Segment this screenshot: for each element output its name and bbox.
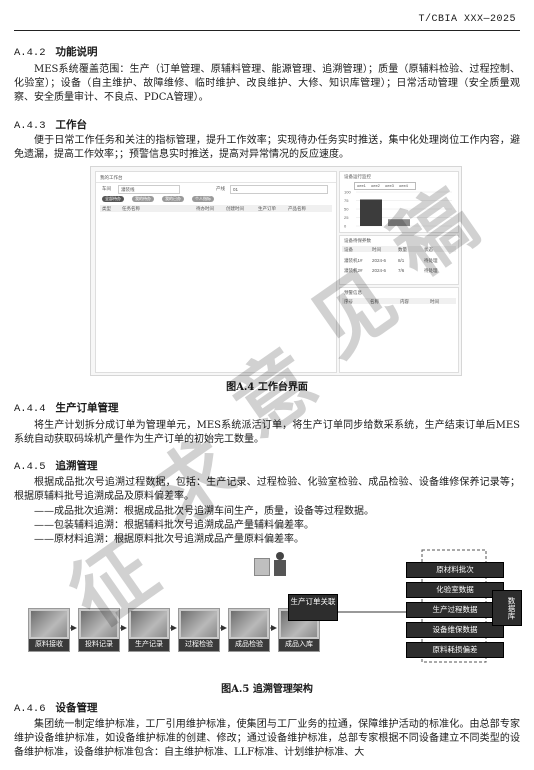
maintenance-panel: 设备待保养数 设备 时间 数量 状态 灌装机1# 2024-6 8/1 待处理 … — [339, 235, 459, 285]
row2-device: 灌装机2# — [344, 268, 363, 273]
stage-feeding-record: 投料记录 — [78, 608, 120, 652]
warn-col-index: 序号 — [344, 299, 353, 304]
y-tick-label: 0 — [344, 224, 347, 229]
section-title: 工作台 — [55, 119, 88, 131]
data-equipment-maintenance: 设备维保数据 — [406, 622, 504, 638]
section-heading-a44: A.4.4 生产订单管理 — [14, 400, 119, 415]
filter-line-select[interactable]: 01 — [230, 185, 328, 194]
database-block: 数据库 — [492, 590, 522, 626]
paragraph-a45: 根据成品批次号追溯过程数据，包括：生产记录、过程检验、化验室检验、成品检验、设备… — [14, 477, 520, 502]
col-status: 状态 — [424, 247, 433, 252]
header-rule — [14, 30, 520, 31]
list-item-product-trace: ——成品批次追溯：根据成品批次号追溯车间生产，质量，设备等过程数据。 — [34, 506, 374, 517]
table-header: 类型 任务名称 待办时间 创建时间 生产订单 产品名称 — [100, 205, 332, 212]
production-order-link: 生产订单关联 — [288, 594, 338, 621]
section-title: 功能说明 — [55, 46, 98, 58]
col-device: 设备 — [344, 247, 353, 252]
oee-chip-group[interactable]: oee1 oee2 oee3 oee4 — [354, 182, 416, 190]
monitor-panel: 设备运行监控 oee1 oee2 oee3 oee4 100 75 50 25 0 — [339, 171, 459, 233]
workbench-screenshot: 我的工作台 车间 灌装线 产线 01 全部待办 我的待办 我的已办 个人指标 类… — [90, 166, 462, 376]
workbench-title: 我的工作台 — [100, 175, 123, 180]
figure-a5-caption: 图A.5 追溯管理架构 — [221, 684, 313, 695]
section-number: A.4.6 — [14, 703, 46, 715]
worker-figure — [254, 552, 306, 578]
list-item-packaging-trace: ——包装辅料追溯：根据辅料批次号追溯成品产量辅料偏差率。 — [34, 520, 314, 531]
maintenance-title: 设备待保养数 — [344, 238, 371, 243]
filter-line-label: 产线 — [216, 186, 225, 191]
standard-number: T/CBIA XXX—2025 — [418, 14, 516, 25]
col-time: 时间 — [372, 247, 381, 252]
chart-bar — [360, 199, 382, 226]
section-heading-a43: A.4.3 工作台 — [14, 117, 87, 132]
section-heading-a46: A.4.6 设备管理 — [14, 700, 98, 715]
stage-process-inspection: 过程检验 — [178, 608, 220, 652]
paragraph-a43: 便于日常工作任务和关注的指标管理，提升工作效率；实现待办任务实时推送，集中化处理… — [14, 135, 520, 160]
filter-workshop-label: 车间 — [102, 186, 111, 191]
col-qty: 数量 — [398, 247, 407, 252]
row1-qty: 8/1 — [398, 258, 405, 263]
row1-device: 灌装机1# — [344, 258, 363, 263]
monitor-title: 设备运行监控 — [344, 174, 371, 179]
y-tick-label: 25 — [344, 215, 349, 220]
section-number: A.4.2 — [14, 47, 46, 59]
data-material-loss-deviation: 原料耗损偏差 — [406, 642, 504, 658]
section-number: A.4.3 — [14, 120, 46, 132]
row1-time: 2024-6 — [372, 258, 387, 263]
warning-panel: 预警信息 序号 名称 内容 时间 — [339, 287, 459, 373]
paragraph-a42: MES系统覆盖范围：生产（订单管理、原辅料管理、能源管理、追溯管理）；质量（原辅… — [14, 64, 520, 103]
tab-all-todo[interactable]: 全部待办 — [102, 196, 124, 202]
row1-status: 待处理 — [424, 258, 438, 263]
warn-col-content: 内容 — [400, 299, 409, 304]
oee-bar-chart: 100 75 50 25 0 — [344, 190, 452, 229]
section-title: 生产订单管理 — [55, 402, 119, 414]
data-raw-material-batch: 原材料批次 — [406, 562, 504, 578]
row2-time: 2024-6 — [372, 268, 387, 273]
filter-workshop-select[interactable]: 灌装线 — [118, 185, 180, 194]
paragraph-a46: 集团统一制定维护标准，工厂引用维护标准，使集团与工厂业务的拉通，保障维护活动的标… — [14, 719, 520, 758]
tab-my-done[interactable]: 我的已办 — [162, 196, 184, 202]
row2-status: 待处理 — [424, 268, 438, 273]
section-title: 设备管理 — [55, 702, 98, 714]
paragraph-a44: 将生产计划拆分成订单为管理单元，MES系统派活订单，将生产订单同步给数采系统，生… — [14, 420, 520, 445]
section-title: 追溯管理 — [55, 460, 98, 472]
warn-col-name: 名称 — [370, 299, 379, 304]
warn-col-time: 时间 — [430, 299, 439, 304]
warning-title: 预警信息 — [344, 290, 362, 295]
chart-bar — [388, 219, 410, 226]
stage-product-inspection: 成品检验 — [228, 608, 270, 652]
todo-panel: 我的工作台 车间 灌装线 产线 01 全部待办 我的待办 我的已办 个人指标 类… — [95, 171, 337, 373]
section-heading-a45: A.4.5 追溯管理 — [14, 458, 98, 473]
tab-personal-kpi[interactable]: 个人指标 — [192, 196, 214, 202]
tab-my-todo[interactable]: 我的待办 — [132, 196, 154, 202]
row2-qty: 7/6 — [398, 268, 405, 273]
y-tick-label: 50 — [344, 207, 349, 212]
section-heading-a42: A.4.2 功能说明 — [14, 44, 98, 59]
y-tick-label: 75 — [344, 198, 349, 203]
figure-a4-caption: 图A.4 工作台界面 — [226, 382, 308, 393]
section-number: A.4.5 — [14, 461, 46, 473]
section-number: A.4.4 — [14, 403, 46, 415]
data-production-process: 生产过程数据 — [406, 602, 504, 618]
y-tick-label: 100 — [344, 190, 351, 195]
stage-material-receipt: 原料接收 — [28, 608, 70, 652]
data-lab: 化验室数据 — [406, 582, 504, 598]
list-item-material-trace: ——原材料追溯：根据原料批次号追溯成品产量原料偏差率。 — [34, 534, 304, 545]
trace-architecture-diagram: 原料接收 投料记录 生产记录 过程检验 成品检验 成品入库 生产订单关联 原材料… — [26, 546, 522, 668]
stage-production-record: 生产记录 — [128, 608, 170, 652]
